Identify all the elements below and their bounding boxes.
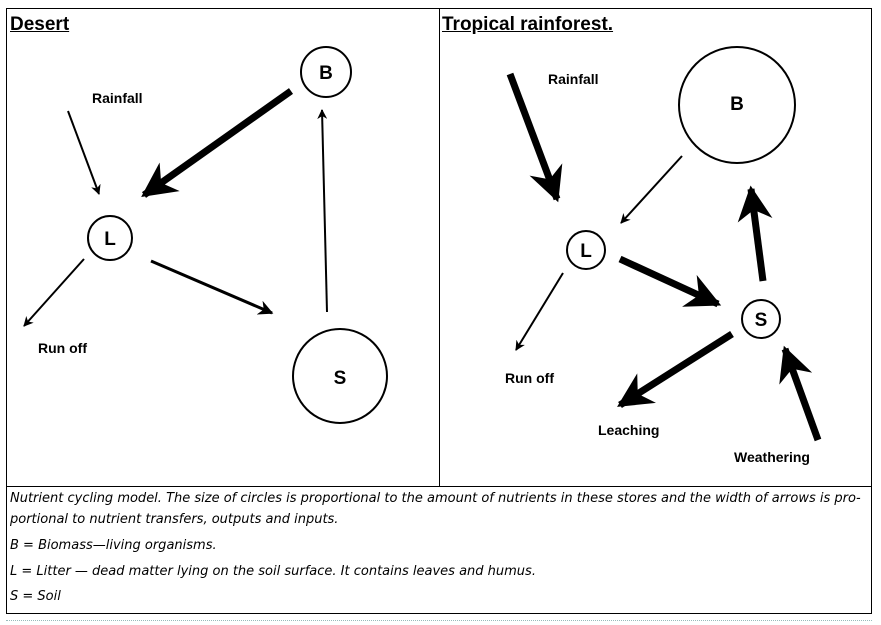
- desert-node-s-label: S: [334, 368, 347, 389]
- caption-main: Nutrient cycling model. The size of circ…: [10, 491, 861, 527]
- rainforest-weathering-label: Weathering: [734, 449, 810, 465]
- rainforest-title: Tropical rainforest.: [442, 14, 614, 35]
- desert-node-b-label: B: [319, 63, 333, 84]
- desert-node-l-label: L: [104, 229, 116, 250]
- rainforest-arrow-weathering-to-soil: [779, 345, 822, 442]
- rainforest-arrow-soil-to-leaching: [617, 331, 734, 408]
- desert-arrow-rainfall-to-litter: [67, 110, 101, 195]
- desert-arrow-soil-to-biomass: [317, 109, 328, 313]
- rainforest-node-b: B: [678, 46, 796, 164]
- caption-litter-definition: L = Litter — dead matter lying on the so…: [10, 564, 536, 579]
- rainforest-runoff-label: Run off: [505, 370, 554, 386]
- bottom-divider: [6, 620, 872, 621]
- rainforest-arrow-soil-to-biomass: [737, 185, 773, 282]
- desert-arrow-litter-to-runoff: [23, 258, 85, 327]
- caption-biomass-definition: B = Biomass—living organisms.: [10, 538, 217, 553]
- desert-rainfall-label: Rainfall: [92, 90, 143, 106]
- rainforest-arrow-litter-to-runoff: [515, 272, 564, 351]
- rainforest-arrow-litter-to-soil: [618, 255, 722, 308]
- rainforest-arrow-biomass-to-litter: [620, 155, 683, 224]
- desert-node-s: S: [292, 328, 388, 424]
- rainforest-node-s: S: [741, 299, 781, 339]
- rainforest-node-l-label: L: [580, 241, 592, 262]
- rainforest-arrow-rainfall-to-litter: [506, 72, 563, 203]
- desert-title: Desert: [10, 14, 70, 35]
- caption-box: [6, 486, 872, 614]
- rainforest-rainfall-label: Rainfall: [548, 71, 599, 87]
- desert-arrow-biomass-to-litter: [141, 88, 294, 198]
- rainforest-node-l: L: [566, 230, 606, 270]
- desert-node-l: L: [87, 215, 133, 261]
- desert-node-b: B: [300, 46, 352, 98]
- desert-runoff-label: Run off: [38, 340, 87, 356]
- rainforest-node-s-label: S: [755, 310, 768, 331]
- rainforest-node-b-label: B: [730, 94, 744, 115]
- desert-arrow-litter-to-soil: [150, 259, 274, 315]
- rainforest-leaching-label: Leaching: [598, 422, 659, 438]
- caption-soil-definition: S = Soil: [10, 589, 61, 604]
